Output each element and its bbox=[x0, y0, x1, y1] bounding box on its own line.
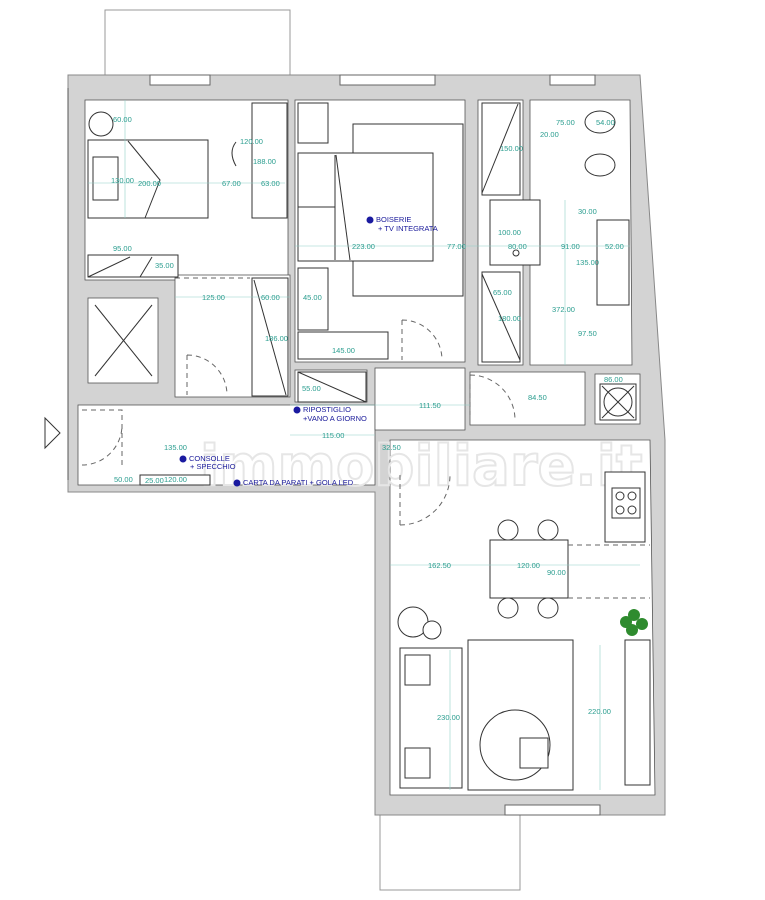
svg-text:77.00: 77.00 bbox=[447, 242, 466, 251]
svg-text:120.00: 120.00 bbox=[517, 561, 540, 570]
svg-text:100.00: 100.00 bbox=[498, 228, 521, 237]
svg-text:180.00: 180.00 bbox=[498, 314, 521, 323]
svg-text:150.00: 150.00 bbox=[500, 144, 523, 153]
svg-text:200.00: 200.00 bbox=[138, 179, 161, 188]
svg-text:54.00: 54.00 bbox=[596, 118, 615, 127]
svg-text:63.00: 63.00 bbox=[261, 179, 280, 188]
tv-desk bbox=[297, 331, 389, 360]
svg-text:125.00: 125.00 bbox=[202, 293, 225, 302]
svg-text:45.00: 45.00 bbox=[303, 293, 322, 302]
svg-text:91.00: 91.00 bbox=[561, 242, 580, 251]
svg-text:186.00: 186.00 bbox=[265, 334, 288, 343]
svg-text:145.00: 145.00 bbox=[332, 346, 355, 355]
watermark: immobiliare.it bbox=[200, 434, 643, 499]
svg-text:20.00: 20.00 bbox=[540, 130, 559, 139]
svg-text:CARTA DA PARATI + GOLA LED: CARTA DA PARATI + GOLA LED bbox=[243, 478, 354, 487]
svg-text:CONSOLLE: CONSOLLE bbox=[189, 454, 230, 463]
tv-unit bbox=[624, 639, 651, 786]
svg-text:55.00: 55.00 bbox=[302, 384, 321, 393]
wc bbox=[584, 110, 616, 134]
consolle bbox=[139, 474, 211, 486]
svg-text:50.00: 50.00 bbox=[114, 475, 133, 484]
svg-text:97.50: 97.50 bbox=[578, 329, 597, 338]
svg-text:188.00: 188.00 bbox=[253, 157, 276, 166]
svg-text:+ SPECCHIO: + SPECCHIO bbox=[190, 462, 236, 471]
svg-text:+VANO A GIORNO: +VANO A GIORNO bbox=[303, 414, 367, 423]
svg-text:115.00: 115.00 bbox=[322, 431, 344, 440]
svg-text:32.50: 32.50 bbox=[382, 443, 401, 452]
desk bbox=[251, 102, 288, 219]
svg-text:35.00: 35.00 bbox=[155, 261, 174, 270]
svg-text:120.00: 120.00 bbox=[164, 475, 187, 484]
svg-text:+ TV INTEGRATA: + TV INTEGRATA bbox=[378, 224, 438, 233]
svg-text:223.00: 223.00 bbox=[352, 242, 375, 251]
svg-text:25.00: 25.00 bbox=[145, 476, 164, 485]
bidet bbox=[584, 153, 616, 177]
utility bbox=[469, 371, 586, 426]
svg-text:162.50: 162.50 bbox=[428, 561, 451, 570]
balcony-bottom bbox=[379, 814, 521, 891]
svg-text:RIPOSTIGLIO: RIPOSTIGLIO bbox=[303, 405, 351, 414]
svg-text:95.00: 95.00 bbox=[113, 244, 132, 253]
svg-text:220.00: 220.00 bbox=[588, 707, 611, 716]
svg-text:372.00: 372.00 bbox=[552, 305, 575, 314]
sink bbox=[596, 219, 630, 306]
entrance-hall bbox=[77, 404, 376, 486]
svg-text:120.00: 120.00 bbox=[240, 137, 263, 146]
svg-text:84.50: 84.50 bbox=[528, 393, 547, 402]
svg-text:BOISERIE: BOISERIE bbox=[376, 215, 411, 224]
dining-table bbox=[489, 539, 569, 599]
design-notes: BOISERIE + TV INTEGRATA RIPOSTIGLIO +VAN… bbox=[179, 215, 438, 487]
svg-text:75.00: 75.00 bbox=[556, 118, 575, 127]
plant-icon bbox=[620, 609, 648, 636]
svg-text:52.00: 52.00 bbox=[605, 242, 624, 251]
round-lamp bbox=[88, 111, 114, 137]
svg-text:130.00: 130.00 bbox=[111, 176, 134, 185]
svg-text:60.00: 60.00 bbox=[113, 115, 132, 124]
balcony-top bbox=[104, 9, 291, 76]
svg-text:60.00: 60.00 bbox=[261, 293, 280, 302]
svg-text:111.50: 111.50 bbox=[419, 401, 441, 410]
svg-text:67.00: 67.00 bbox=[222, 179, 241, 188]
svg-text:80.00: 80.00 bbox=[508, 242, 527, 251]
dimension-labels: 60.00 120.00 188.00 130.00 200.00 67.00 … bbox=[111, 115, 624, 722]
shelf bbox=[87, 254, 179, 278]
svg-text:90.00: 90.00 bbox=[547, 568, 566, 577]
entrance-arrow-icon bbox=[44, 416, 61, 450]
svg-text:30.00: 30.00 bbox=[578, 207, 597, 216]
svg-text:135.00: 135.00 bbox=[164, 443, 187, 452]
svg-text:86.00: 86.00 bbox=[604, 375, 623, 384]
svg-text:230.00: 230.00 bbox=[437, 713, 460, 722]
svg-text:135.00: 135.00 bbox=[576, 258, 599, 267]
svg-text:65.00: 65.00 bbox=[493, 288, 512, 297]
hall-middle bbox=[374, 367, 466, 431]
